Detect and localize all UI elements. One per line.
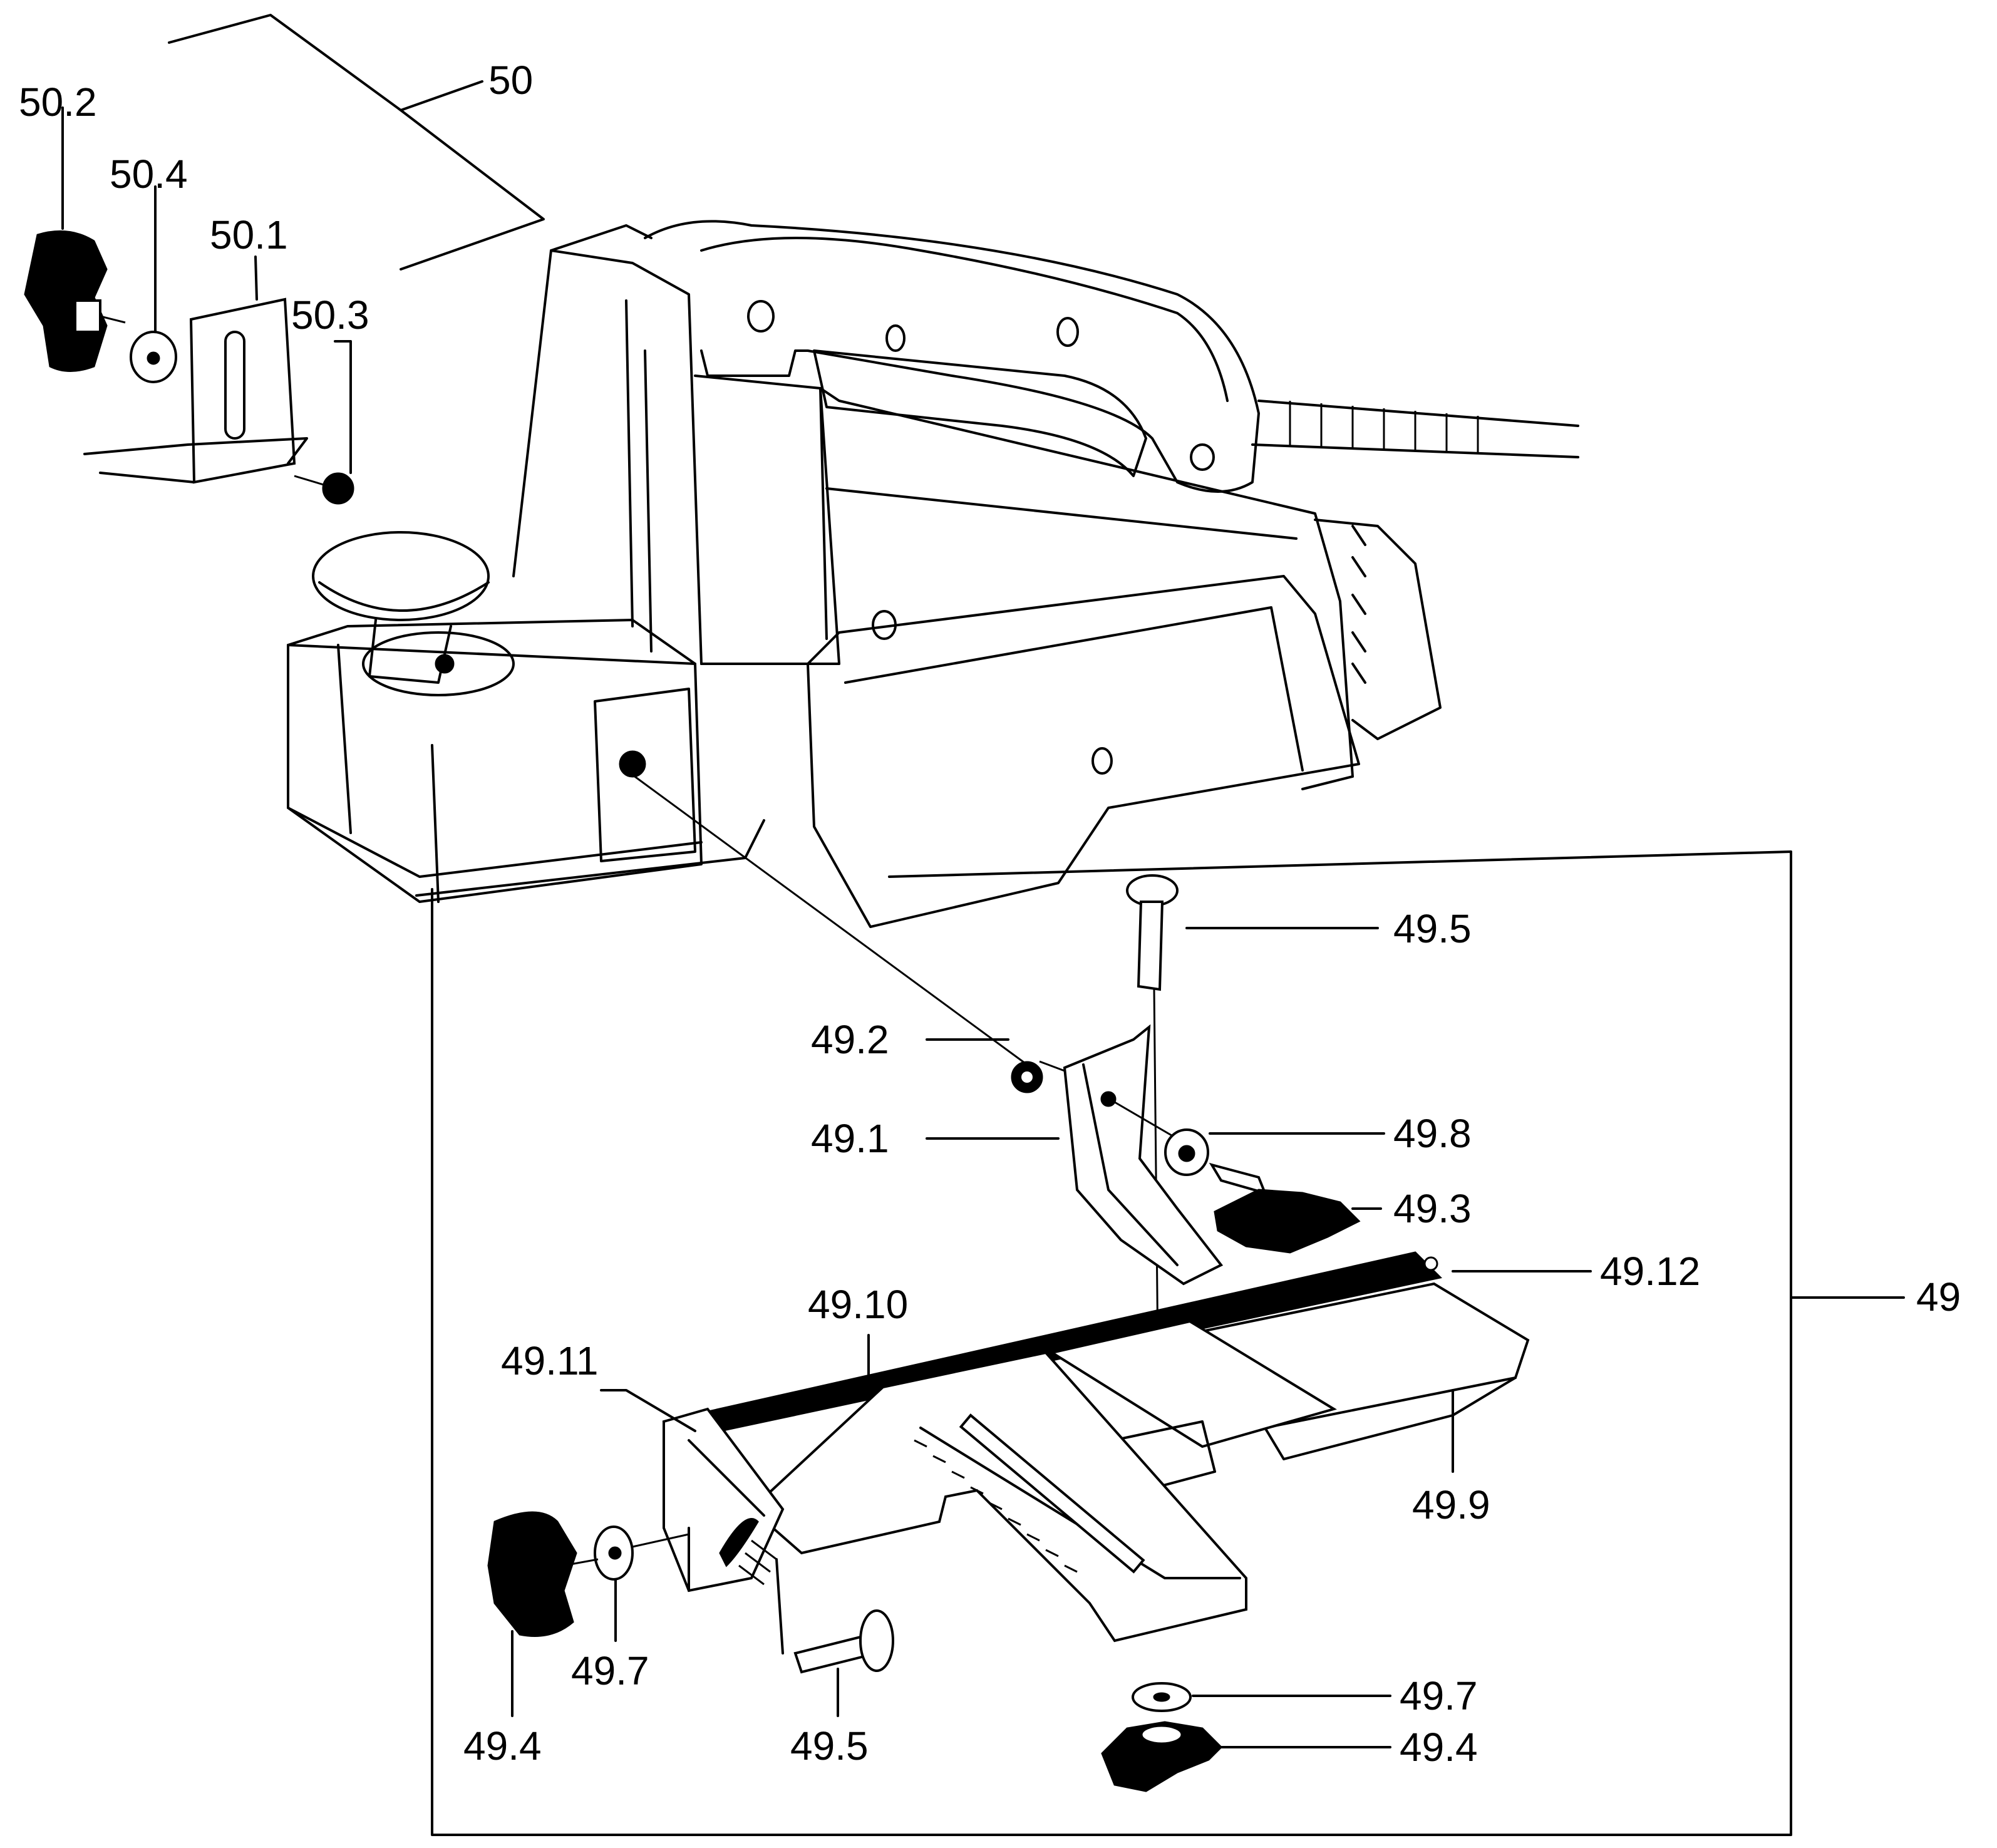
part-49-8-washer bbox=[1164, 1128, 1385, 1176]
fence-base-assembly bbox=[600, 1251, 1592, 1643]
part-50-4-washer bbox=[130, 185, 177, 383]
callout-50-2: 50.2 bbox=[19, 80, 97, 125]
planer-body bbox=[287, 220, 1579, 928]
group-50-bracket bbox=[168, 14, 545, 271]
wing-knob-icon bbox=[24, 230, 108, 372]
callout-49-5-top: 49.5 bbox=[1393, 906, 1472, 951]
callout-50-3: 50.3 bbox=[291, 292, 369, 338]
depth-knob-icon bbox=[312, 531, 490, 621]
callout-49-4-left: 49.4 bbox=[463, 1723, 542, 1768]
wing-knob-icon bbox=[1101, 1721, 1223, 1792]
screw-hole-icon bbox=[619, 750, 646, 778]
callout-49-4-bottom: 49.4 bbox=[1400, 1725, 1478, 1770]
callout-49-2: 49.2 bbox=[811, 1017, 889, 1062]
callout-50-4: 50.4 bbox=[110, 152, 188, 197]
callout-labels: 50 50.2 50.4 50.1 50.3 49.5 49.2 49.1 49… bbox=[19, 58, 1961, 1770]
part-49-3-wing-knob bbox=[1209, 1162, 1382, 1254]
part-50-2-wing-knob bbox=[24, 106, 126, 372]
part-49-5-bolt-bottom bbox=[775, 1558, 894, 1717]
bolt-icon bbox=[859, 1609, 894, 1672]
callout-49-10: 49.10 bbox=[808, 1282, 908, 1327]
callout-49-3: 49.3 bbox=[1393, 1186, 1472, 1231]
wing-knob-icon bbox=[1214, 1189, 1361, 1254]
part-49-4-wing-knob-left bbox=[487, 1511, 599, 1717]
callout-49-5-bottom: 49.5 bbox=[790, 1723, 869, 1768]
callout-49: 49 bbox=[1916, 1274, 1961, 1319]
group-49-frame bbox=[431, 769, 1905, 1836]
wing-knob-icon bbox=[487, 1511, 577, 1637]
callout-50-1: 50.1 bbox=[210, 212, 288, 257]
part-49-4-wing-knob-bottom bbox=[1101, 1721, 1391, 1792]
callout-49-12: 49.12 bbox=[1600, 1249, 1700, 1294]
part-50-1-fence-plate bbox=[83, 256, 308, 484]
callout-50: 50 bbox=[488, 58, 533, 103]
callout-49-7-bottom: 49.7 bbox=[1400, 1673, 1478, 1718]
callout-49-11: 49.11 bbox=[501, 1338, 598, 1383]
callout-49-7-left: 49.7 bbox=[571, 1648, 649, 1693]
callout-49-9: 49.9 bbox=[1412, 1482, 1490, 1527]
part-49-7-washer-left bbox=[594, 1525, 689, 1642]
callout-49-1: 49.1 bbox=[811, 1116, 889, 1161]
callout-49-8: 49.8 bbox=[1393, 1111, 1472, 1156]
part-49-2-nut bbox=[926, 1038, 1043, 1093]
part-49-7-washer-bottom bbox=[1132, 1682, 1391, 1712]
part-50-3-ball bbox=[294, 340, 354, 505]
ball-icon bbox=[322, 472, 354, 505]
